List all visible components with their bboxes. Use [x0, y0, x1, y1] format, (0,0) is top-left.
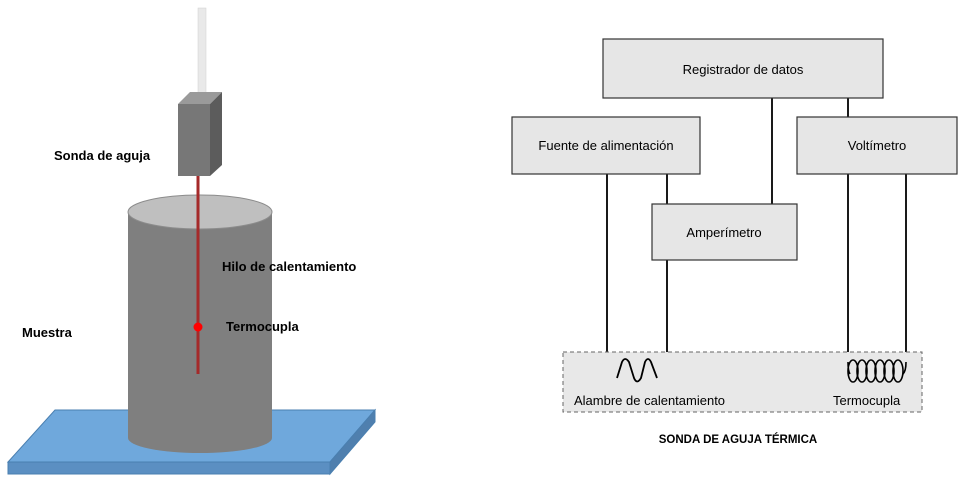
data-logger-box: Registrador de datos — [602, 38, 884, 99]
thermocouple-label: Termocupla — [226, 319, 299, 334]
voltmeter-box: Voltímetro — [796, 116, 958, 175]
heating-wire-label: Hilo de calentamiento — [222, 259, 356, 274]
heating-wire-coil — [616, 358, 658, 383]
heating-wire-region-label: Alambre de calentamiento — [574, 393, 725, 408]
needle-probe-label: Sonda de aguja — [54, 148, 151, 163]
sample-cylinder — [127, 194, 273, 453]
sample-label: Muestra — [22, 325, 73, 340]
thermocouple-region-label: Termocupla — [833, 393, 901, 408]
probe-rod — [197, 7, 207, 99]
measurement-circuit: Registrador de datos Fuente de alimentac… — [511, 38, 958, 446]
needle-probe-setup: Sonda de aguja Hilo de calentamiento Ter… — [6, 7, 377, 476]
figure-caption: SONDA DE AGUJA TÉRMICA — [659, 433, 817, 446]
power-supply-label: Fuente de alimentación — [538, 138, 673, 153]
probe-body — [178, 92, 222, 176]
data-logger-label: Registrador de datos — [683, 62, 804, 77]
ammeter-box: Amperímetro — [651, 203, 798, 261]
voltmeter-label: Voltímetro — [848, 138, 907, 153]
thermocouple-dot — [193, 322, 203, 332]
thermocouple-coil — [847, 359, 907, 383]
ammeter-label: Amperímetro — [686, 225, 761, 240]
power-supply-box: Fuente de alimentación — [511, 116, 701, 175]
